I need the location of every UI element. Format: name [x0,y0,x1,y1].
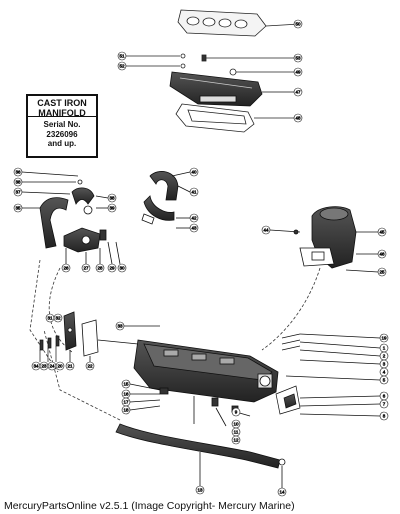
callout-c49: 13 [197,488,203,493]
callout-c38: 2 [383,354,386,359]
callout-c21: 25 [379,270,385,275]
callout-c48: 12 [233,438,239,443]
callout-c27: 31 [47,316,53,321]
stamp-line-4: 2326096 [46,129,78,139]
callout-c39: 3 [383,362,386,367]
callout-c50: 14 [279,490,285,495]
callout-c20: 46 [379,252,385,257]
callout-c23: 27 [83,266,89,271]
callout-labels: 50 51 52 53 49 47 48 36 38 37 35 38 39 4… [13,19,389,497]
callout-c2: 51 [119,54,125,59]
callout-c30: 34 [33,364,39,369]
stamp-line-5: and up. [47,139,77,148]
left-fittings-cluster [63,227,121,265]
stamp-line-1: CAST IRON [37,98,87,108]
callout-c52: 16 [123,392,129,397]
callout-c25: 29 [109,266,115,271]
bottom-hose-assembly [115,325,286,488]
callout-c1: 50 [295,22,301,27]
callout-c44: 8 [383,414,386,419]
stamp-serial-block: Serial No. 2326096 and up. [28,117,96,149]
callout-c43: 7 [383,402,386,407]
callout-c5: 49 [295,70,301,75]
callout-c35: 22 [87,364,93,369]
exhaust-elbow-part [269,206,379,273]
callout-c11: 35 [15,206,21,211]
callout-c54: 18 [123,408,129,413]
callout-c15: 41 [191,190,197,195]
left-plate-part [63,311,139,362]
callout-c3: 52 [119,64,125,69]
left-elbow-assembly [21,171,109,249]
callout-c7: 48 [295,116,301,121]
callout-c12: 38 [109,196,115,201]
callout-c47: 11 [234,430,239,435]
callout-c24: 28 [97,266,103,271]
stamp-line-2: MANIFOLD [38,108,86,118]
callout-c6: 47 [295,90,301,95]
stamp-title-block: CAST IRON MANIFOLD [28,96,96,118]
callout-c53: 17 [123,400,129,405]
right-fasteners [275,333,381,417]
callout-c37: 1 [383,346,386,351]
callout-c16: 42 [191,216,197,221]
center-hoses [141,171,191,229]
callout-c13: 39 [109,206,115,211]
callout-c17: 43 [191,226,197,231]
callout-c4: 53 [295,56,301,61]
callout-c19: 45 [379,230,385,235]
callout-c42: 6 [383,394,386,399]
callout-c36: 19 [381,336,387,341]
callout-c46: 10 [233,422,239,427]
exploded-parts-diagram: 50 51 52 53 49 47 48 36 38 37 35 38 39 4… [13,9,389,497]
callout-c8: 36 [15,170,21,175]
main-manifold-part [133,339,279,403]
callout-c10: 37 [15,190,21,195]
callout-c33: 20 [57,364,63,369]
callout-c31: 23 [41,364,47,369]
callout-c40: 4 [383,370,386,375]
callout-c34: 21 [67,364,73,369]
callout-c29: 33 [117,324,123,329]
left-small-screws [39,335,60,362]
callout-c28: 32 [55,316,61,321]
upper-manifold-part [169,71,294,107]
top-gasket-part [177,9,301,37]
serial-number-stamp: CAST IRON MANIFOLD Serial No. 2326096 an… [26,94,98,158]
upper-gasket-part [175,103,294,133]
top-fasteners [126,53,294,76]
callout-c9: 38 [15,180,21,185]
stamp-line-3: Serial No. [43,120,81,129]
callout-c26: 30 [119,266,125,271]
callout-c41: 5 [383,378,386,383]
copyright-footer: MercuryPartsOnline v2.5.1 (Image Copyrig… [4,500,295,512]
callout-c14: 40 [191,170,197,175]
callout-c22: 26 [63,266,69,271]
callout-c32: 24 [49,364,55,369]
callout-c51: 15 [123,382,129,387]
callout-c18: 44 [263,228,269,233]
callout-c45: 9 [235,410,238,415]
